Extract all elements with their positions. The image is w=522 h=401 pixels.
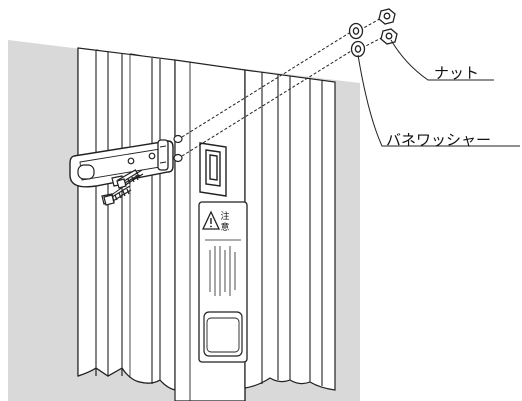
door-handle-icon [199, 142, 227, 197]
warning-text-lines [205, 239, 241, 296]
bolt-icon-lower [103, 169, 144, 206]
warning-triangle-icon [201, 210, 221, 230]
nut-icon [378, 8, 398, 45]
label-leader-lines [357, 39, 520, 147]
spring-washer-label: バネワッシャー [386, 131, 492, 149]
warning-label-pocket [203, 311, 243, 357]
warning-label [198, 201, 248, 363]
warning-char-1: 注 [220, 212, 230, 222]
mounting-holes [173, 134, 183, 163]
warning-char-2: 意 [220, 223, 230, 233]
nut-label: ナット [434, 64, 480, 82]
spring-washer-icon [348, 22, 366, 58]
hinge-bracket-icon [69, 139, 174, 188]
right-corrugated-column [244, 69, 336, 391]
left-column-fill [77, 47, 176, 391]
